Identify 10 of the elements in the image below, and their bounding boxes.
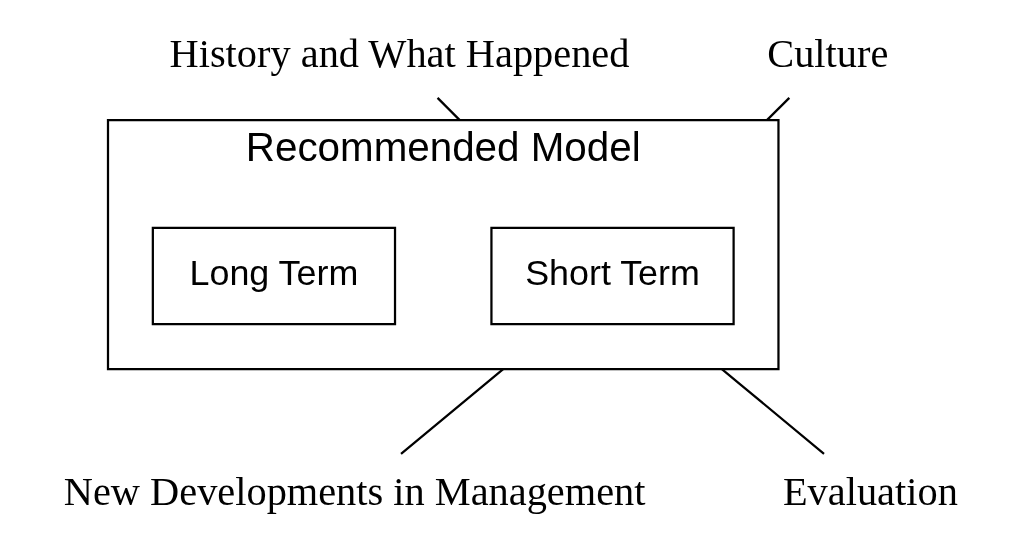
node-box: Short Term — [490, 226, 735, 326]
node-text: Evaluation — [782, 468, 958, 514]
connector — [766, 97, 791, 121]
connector — [436, 97, 461, 121]
node-box: Long Term — [151, 226, 397, 326]
connector — [721, 368, 825, 455]
connector — [400, 368, 504, 455]
node-text: History and What Happened — [169, 31, 630, 77]
node-text: Culture — [767, 31, 889, 77]
node-text: New Developments in Management — [63, 468, 646, 514]
